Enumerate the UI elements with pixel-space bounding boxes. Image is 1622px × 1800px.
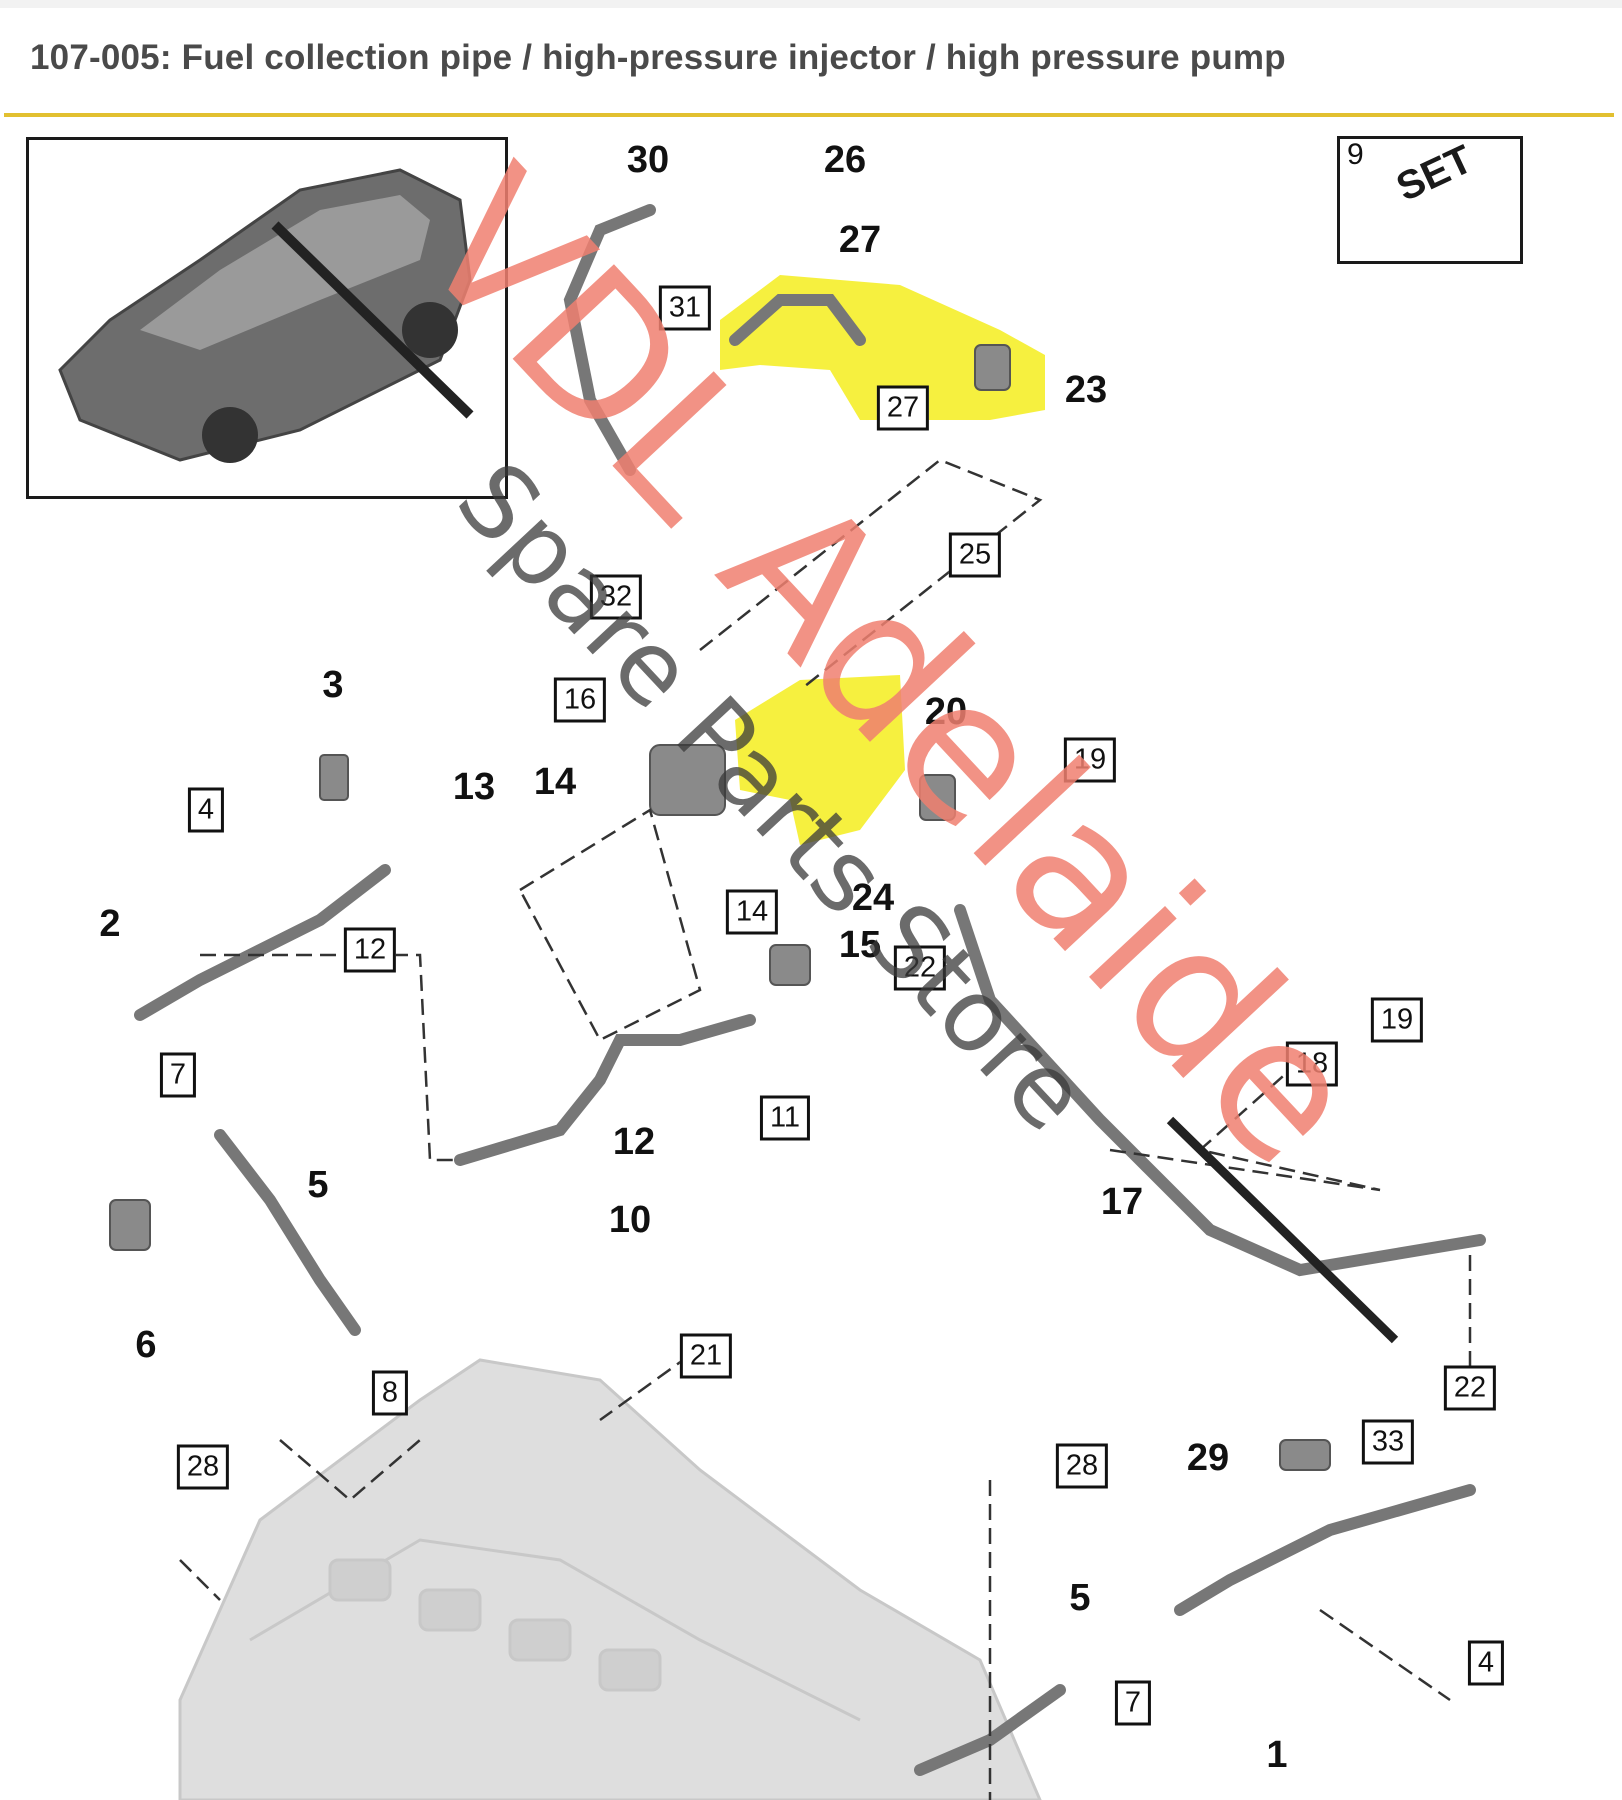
callout: 4 bbox=[1467, 1640, 1505, 1686]
top-band bbox=[0, 0, 1622, 8]
title-underline bbox=[4, 113, 1614, 117]
callout: 20 bbox=[924, 691, 968, 733]
callout: 16 bbox=[553, 677, 607, 723]
callout: 1 bbox=[1266, 1734, 1288, 1776]
callout: 21 bbox=[679, 1333, 733, 1379]
callout: 12 bbox=[343, 927, 397, 973]
callout: 18 bbox=[1285, 1041, 1339, 1087]
callout: 5 bbox=[307, 1164, 329, 1206]
callout: 30 bbox=[626, 139, 670, 181]
callout: 32 bbox=[589, 574, 643, 620]
callout: 33 bbox=[1361, 1419, 1415, 1465]
callout: 14 bbox=[533, 761, 577, 803]
callout: 24 bbox=[851, 877, 895, 919]
set-kit-number: 9 bbox=[1347, 138, 1364, 171]
callout: 13 bbox=[452, 766, 496, 808]
callout: 31 bbox=[658, 285, 712, 331]
callout: 15 bbox=[838, 924, 882, 966]
components bbox=[109, 344, 1331, 1471]
callout: 27 bbox=[838, 219, 882, 261]
slash-line bbox=[1166, 1116, 1399, 1344]
callout: 17 bbox=[1100, 1181, 1144, 1223]
callout: 7 bbox=[159, 1052, 197, 1098]
callout: 8 bbox=[371, 1370, 409, 1416]
callout: 29 bbox=[1186, 1437, 1230, 1479]
callout: 10 bbox=[608, 1199, 652, 1241]
vehicle-illustration bbox=[58, 168, 474, 463]
leader-lines bbox=[179, 458, 1472, 1800]
callout: 11 bbox=[759, 1095, 811, 1141]
fuel-lines bbox=[134, 204, 1486, 1776]
callout: 19 bbox=[1063, 737, 1117, 783]
callout: 26 bbox=[823, 139, 867, 181]
callout: 12 bbox=[612, 1121, 656, 1163]
callout: 6 bbox=[135, 1324, 157, 1366]
callout: 23 bbox=[1064, 369, 1108, 411]
set-kit-frame bbox=[1337, 136, 1523, 264]
callout: 28 bbox=[176, 1444, 230, 1490]
callout: 25 bbox=[948, 532, 1002, 578]
callout: 19 bbox=[1370, 997, 1424, 1043]
engine-block-drawing bbox=[178, 1358, 1042, 1800]
callout: 22 bbox=[1443, 1365, 1497, 1411]
callout: 22 bbox=[893, 945, 947, 991]
callout: 2 bbox=[99, 903, 121, 945]
callout: 5 bbox=[1069, 1577, 1091, 1619]
callout: 4 bbox=[187, 787, 225, 833]
callout: 7 bbox=[1114, 1680, 1152, 1726]
callout: 27 bbox=[876, 385, 930, 431]
callout: 14 bbox=[725, 889, 779, 935]
callout: 3 bbox=[322, 664, 344, 706]
callout: 28 bbox=[1055, 1443, 1109, 1489]
highlighted-parts bbox=[720, 275, 1045, 845]
page-title: 107-005: Fuel collection pipe / high-pre… bbox=[30, 38, 1286, 77]
